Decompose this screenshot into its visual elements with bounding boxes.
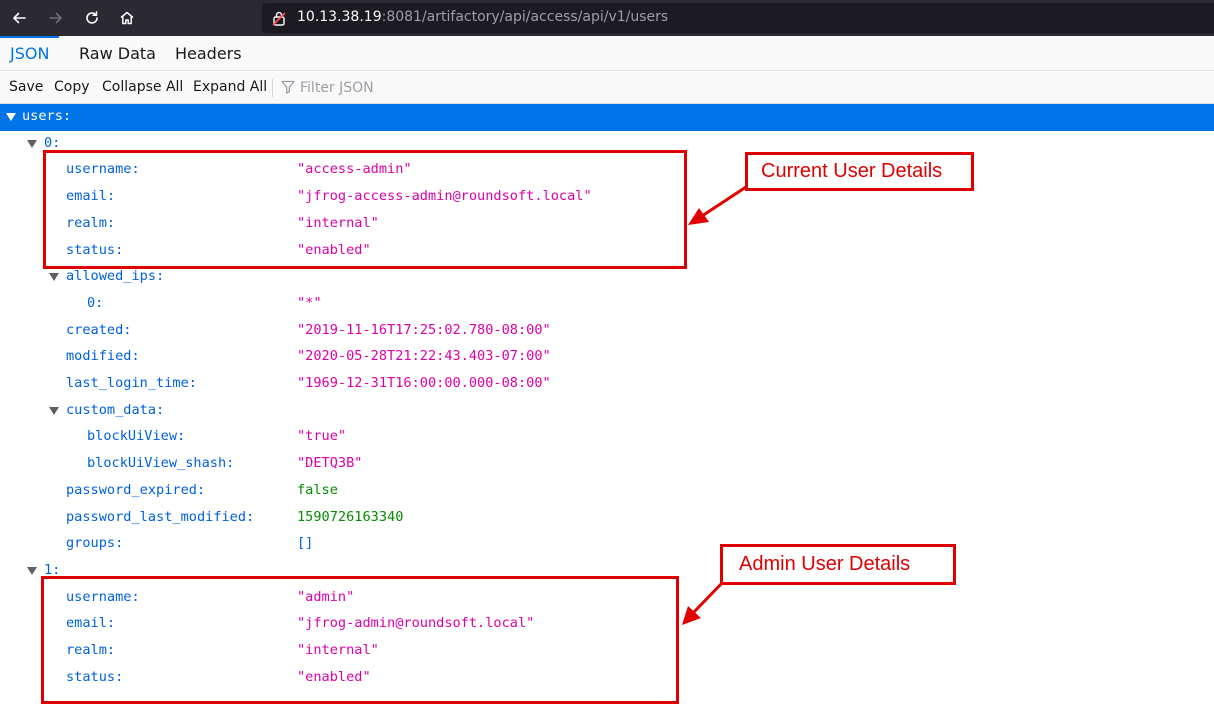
tree-value-row[interactable]: username: "admin": [0, 585, 1214, 612]
json-key: email:: [66, 188, 116, 205]
tree-value-row[interactable]: blockUiView: "true": [0, 424, 1214, 451]
tree-value-row[interactable]: username: "access-admin": [0, 157, 1214, 184]
tab-raw-data[interactable]: Raw Data: [79, 44, 156, 63]
reload-button[interactable]: [78, 6, 106, 30]
json-key: password_expired:: [66, 481, 206, 498]
json-key: created:: [66, 321, 132, 338]
json-key: last_login_time:: [66, 375, 197, 391]
home-button[interactable]: [113, 6, 141, 30]
json-value: "2020-05-28T21:22:43.403-07:00": [297, 348, 551, 365]
tree-value-row[interactable]: last_login_time: "1969-12-31T16:00:00.000…: [0, 371, 1214, 398]
tree-node-row[interactable]: custom_data:: [0, 398, 1214, 425]
tree-value-row[interactable]: 0: "*": [0, 291, 1214, 318]
json-value: "enabled": [297, 241, 371, 258]
json-value: "DETQ3B": [297, 455, 363, 472]
json-value: "jfrog-access-admin@roundsoft.local": [297, 188, 592, 205]
insecure-lock-icon: [272, 11, 286, 26]
expand-all-button[interactable]: Expand All: [193, 79, 268, 95]
copy-button[interactable]: Copy: [54, 79, 90, 95]
json-key: blockUiView:: [87, 428, 186, 445]
arrow-left-icon: [13, 12, 26, 24]
tree-value-row[interactable]: blockUiView_shash: "DETQ3B": [0, 451, 1214, 478]
back-button[interactable]: [5, 6, 33, 30]
expand-toggle-icon[interactable]: [49, 273, 59, 282]
tree-value-row[interactable]: password_expired: false: [0, 478, 1214, 505]
tab-headers[interactable]: Headers: [175, 44, 242, 63]
json-key: status:: [66, 668, 124, 685]
json-value: "1969-12-31T16:00:00.000-08:00": [297, 375, 551, 391]
arrow-right-icon: [49, 12, 62, 24]
json-key: realm:: [66, 214, 116, 231]
json-key: status:: [66, 241, 124, 258]
tree-value-row[interactable]: password_last_modified: 1590726163340: [0, 505, 1214, 532]
json-value: "*": [297, 294, 322, 311]
tree-value-row[interactable]: email: "jfrog-admin@roundsoft.local": [0, 611, 1214, 638]
viewer-tabs: JSON Raw Data Headers: [0, 36, 1214, 71]
tree-value-row[interactable]: modified: "2020-05-28T21:22:43.403-07:00": [0, 344, 1214, 371]
json-key: email:: [66, 615, 116, 632]
json-value: "admin": [297, 588, 355, 605]
tree-value-row[interactable]: status: "enabled": [0, 238, 1214, 265]
json-value: 1590726163340: [297, 508, 404, 525]
json-value: "internal": [297, 642, 379, 658]
tree-node-row[interactable]: users:: [0, 104, 1214, 131]
json-value: []: [297, 535, 314, 552]
json-key: custom_data:: [66, 401, 165, 418]
save-button[interactable]: Save: [9, 79, 44, 95]
current-user-label: Current User Details: [745, 152, 974, 191]
json-key: users:: [22, 108, 72, 124]
tree-value-row[interactable]: created: "2019-11-16T17:25:02.780-08:00": [0, 318, 1214, 345]
home-icon: [120, 11, 134, 25]
filter-json-input[interactable]: [300, 77, 600, 98]
admin-user-label: Admin User Details: [720, 544, 956, 585]
tree-node-row[interactable]: 0:: [0, 131, 1214, 158]
tree-value-row[interactable]: realm: "internal": [0, 211, 1214, 238]
reload-icon: [86, 11, 98, 24]
url-host: 10.13.38.19: [297, 9, 382, 25]
json-key: blockUiView_shash:: [87, 455, 235, 472]
json-key: realm:: [66, 642, 116, 658]
tree-value-row[interactable]: groups: []: [0, 531, 1214, 558]
expand-toggle-icon[interactable]: [27, 139, 37, 148]
tree-node-row[interactable]: 1:: [0, 558, 1214, 585]
json-value: false: [297, 481, 338, 498]
filter-icon: [281, 80, 295, 94]
current-user-highlight-box: [43, 150, 687, 269]
json-value: "2019-11-16T17:25:02.780-08:00": [297, 321, 551, 338]
json-toolbar: Save Copy Collapse All Expand All: [0, 72, 1214, 104]
json-key: 0:: [87, 294, 104, 311]
tree-value-row[interactable]: realm: "internal": [0, 638, 1214, 665]
url-bar[interactable]: 10.13.38.19:8081/artifactory/api/access/…: [262, 3, 1214, 33]
json-key: password_last_modified:: [66, 508, 255, 525]
tab-json[interactable]: JSON: [0, 36, 60, 70]
browser-nav-bar: 10.13.38.19:8081/artifactory/api/access/…: [0, 0, 1214, 36]
json-value: "enabled": [297, 668, 371, 685]
json-key: modified:: [66, 348, 140, 365]
json-value: "internal": [297, 214, 379, 231]
forward-button[interactable]: [42, 6, 70, 30]
url-path: :8081/artifactory/api/access/api/v1/user…: [381, 9, 669, 25]
toolbar-divider: [272, 79, 273, 97]
url-text: 10.13.38.19:8081/artifactory/api/access/…: [297, 9, 668, 25]
json-value: "access-admin": [297, 161, 412, 178]
json-key: 0:: [44, 134, 61, 151]
tree-node-row[interactable]: allowed_ips:: [0, 264, 1214, 291]
expand-toggle-icon[interactable]: [49, 406, 59, 415]
expand-toggle-icon[interactable]: [27, 566, 37, 575]
json-key: username:: [66, 588, 140, 605]
admin-user-highlight-box: [41, 576, 679, 704]
json-key: username:: [66, 161, 140, 178]
json-value: "jfrog-admin@roundsoft.local": [297, 615, 535, 632]
json-key: groups:: [66, 535, 124, 552]
json-key: allowed_ips:: [66, 268, 165, 285]
json-key: 1:: [44, 561, 61, 578]
tree-value-row[interactable]: status: "enabled": [0, 665, 1214, 692]
tree-value-row[interactable]: email: "jfrog-access-admin@roundsoft.loca…: [0, 184, 1214, 211]
collapse-all-button[interactable]: Collapse All: [102, 79, 184, 95]
expand-toggle-icon[interactable]: [6, 113, 16, 121]
json-value: "true": [297, 428, 347, 445]
